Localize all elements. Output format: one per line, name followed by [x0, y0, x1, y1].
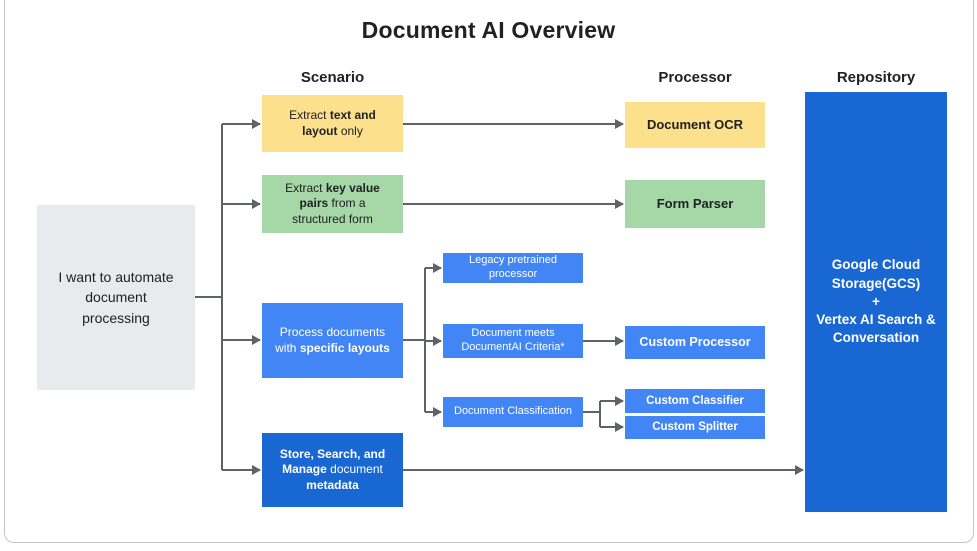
column-header-processor: Processor	[658, 69, 732, 86]
root-box-label: I want to automate document processing	[58, 269, 174, 326]
scenario-box-extract-key-value: Extract key value pairs from a structure…	[262, 175, 403, 233]
column-header-repository: Repository	[836, 69, 916, 86]
option-box-documentai-criteria: Document meets DocumentAI Criteria*	[443, 324, 583, 358]
custom-splitter-label: Custom Splitter	[652, 421, 738, 434]
processor-box-form-parser: Form Parser	[625, 180, 765, 228]
repository-label: Google Cloud Storage(GCS) + Vertex AI Se…	[805, 256, 947, 347]
form-parser-label: Form Parser	[656, 195, 734, 211]
custom-classifier-label: Custom Classifier	[646, 394, 744, 407]
legacy-pretrained-processor-label: Legacy pretrained processor	[468, 254, 558, 280]
repository-line-gcs: Google Cloud Storage(GCS)	[831, 257, 921, 291]
document-ocr-label: Document OCR	[646, 116, 744, 132]
scenario-box-specific-layouts: Process documents with specific layouts	[262, 303, 403, 378]
diagram-title: Document AI Overview	[361, 17, 616, 43]
option-box-legacy-pretrained-processor: Legacy pretrained processor	[443, 253, 583, 283]
processor-box-custom-processor: Custom Processor	[625, 326, 765, 359]
scenario-store-search-manage-label: Store, Search, and Manage document metad…	[279, 446, 386, 492]
custom-processor-label: Custom Processor	[639, 335, 751, 350]
scenario-extract-key-value-label: Extract key value pairs from a structure…	[285, 180, 380, 226]
repository-box-gcs-vertex: Google Cloud Storage(GCS) + Vertex AI Se…	[805, 92, 947, 512]
processor-box-document-ocr: Document OCR	[625, 102, 765, 148]
processor-box-custom-classifier: Custom Classifier	[625, 389, 765, 413]
documentai-criteria-label: Document meets DocumentAI Criteria*	[461, 327, 565, 353]
repository-line-plus: +	[872, 293, 880, 309]
root-box-automate-document-processing: I want to automate document processing	[37, 205, 195, 390]
option-box-document-classification: Document Classification	[443, 397, 583, 427]
processor-box-custom-splitter: Custom Splitter	[625, 416, 765, 439]
scenario-box-extract-text-layout: Extract text and layout only	[262, 95, 403, 152]
column-header-scenario: Scenario	[300, 69, 365, 86]
scenario-specific-layouts-label: Process documents with specific layouts	[275, 324, 390, 355]
document-classification-label: Document Classification	[454, 405, 572, 418]
scenario-extract-text-layout-label: Extract text and layout only	[289, 107, 376, 138]
repository-line-vertex: Vertex AI Search & Conversation	[816, 312, 936, 346]
scenario-box-store-search-manage: Store, Search, and Manage document metad…	[262, 433, 403, 507]
